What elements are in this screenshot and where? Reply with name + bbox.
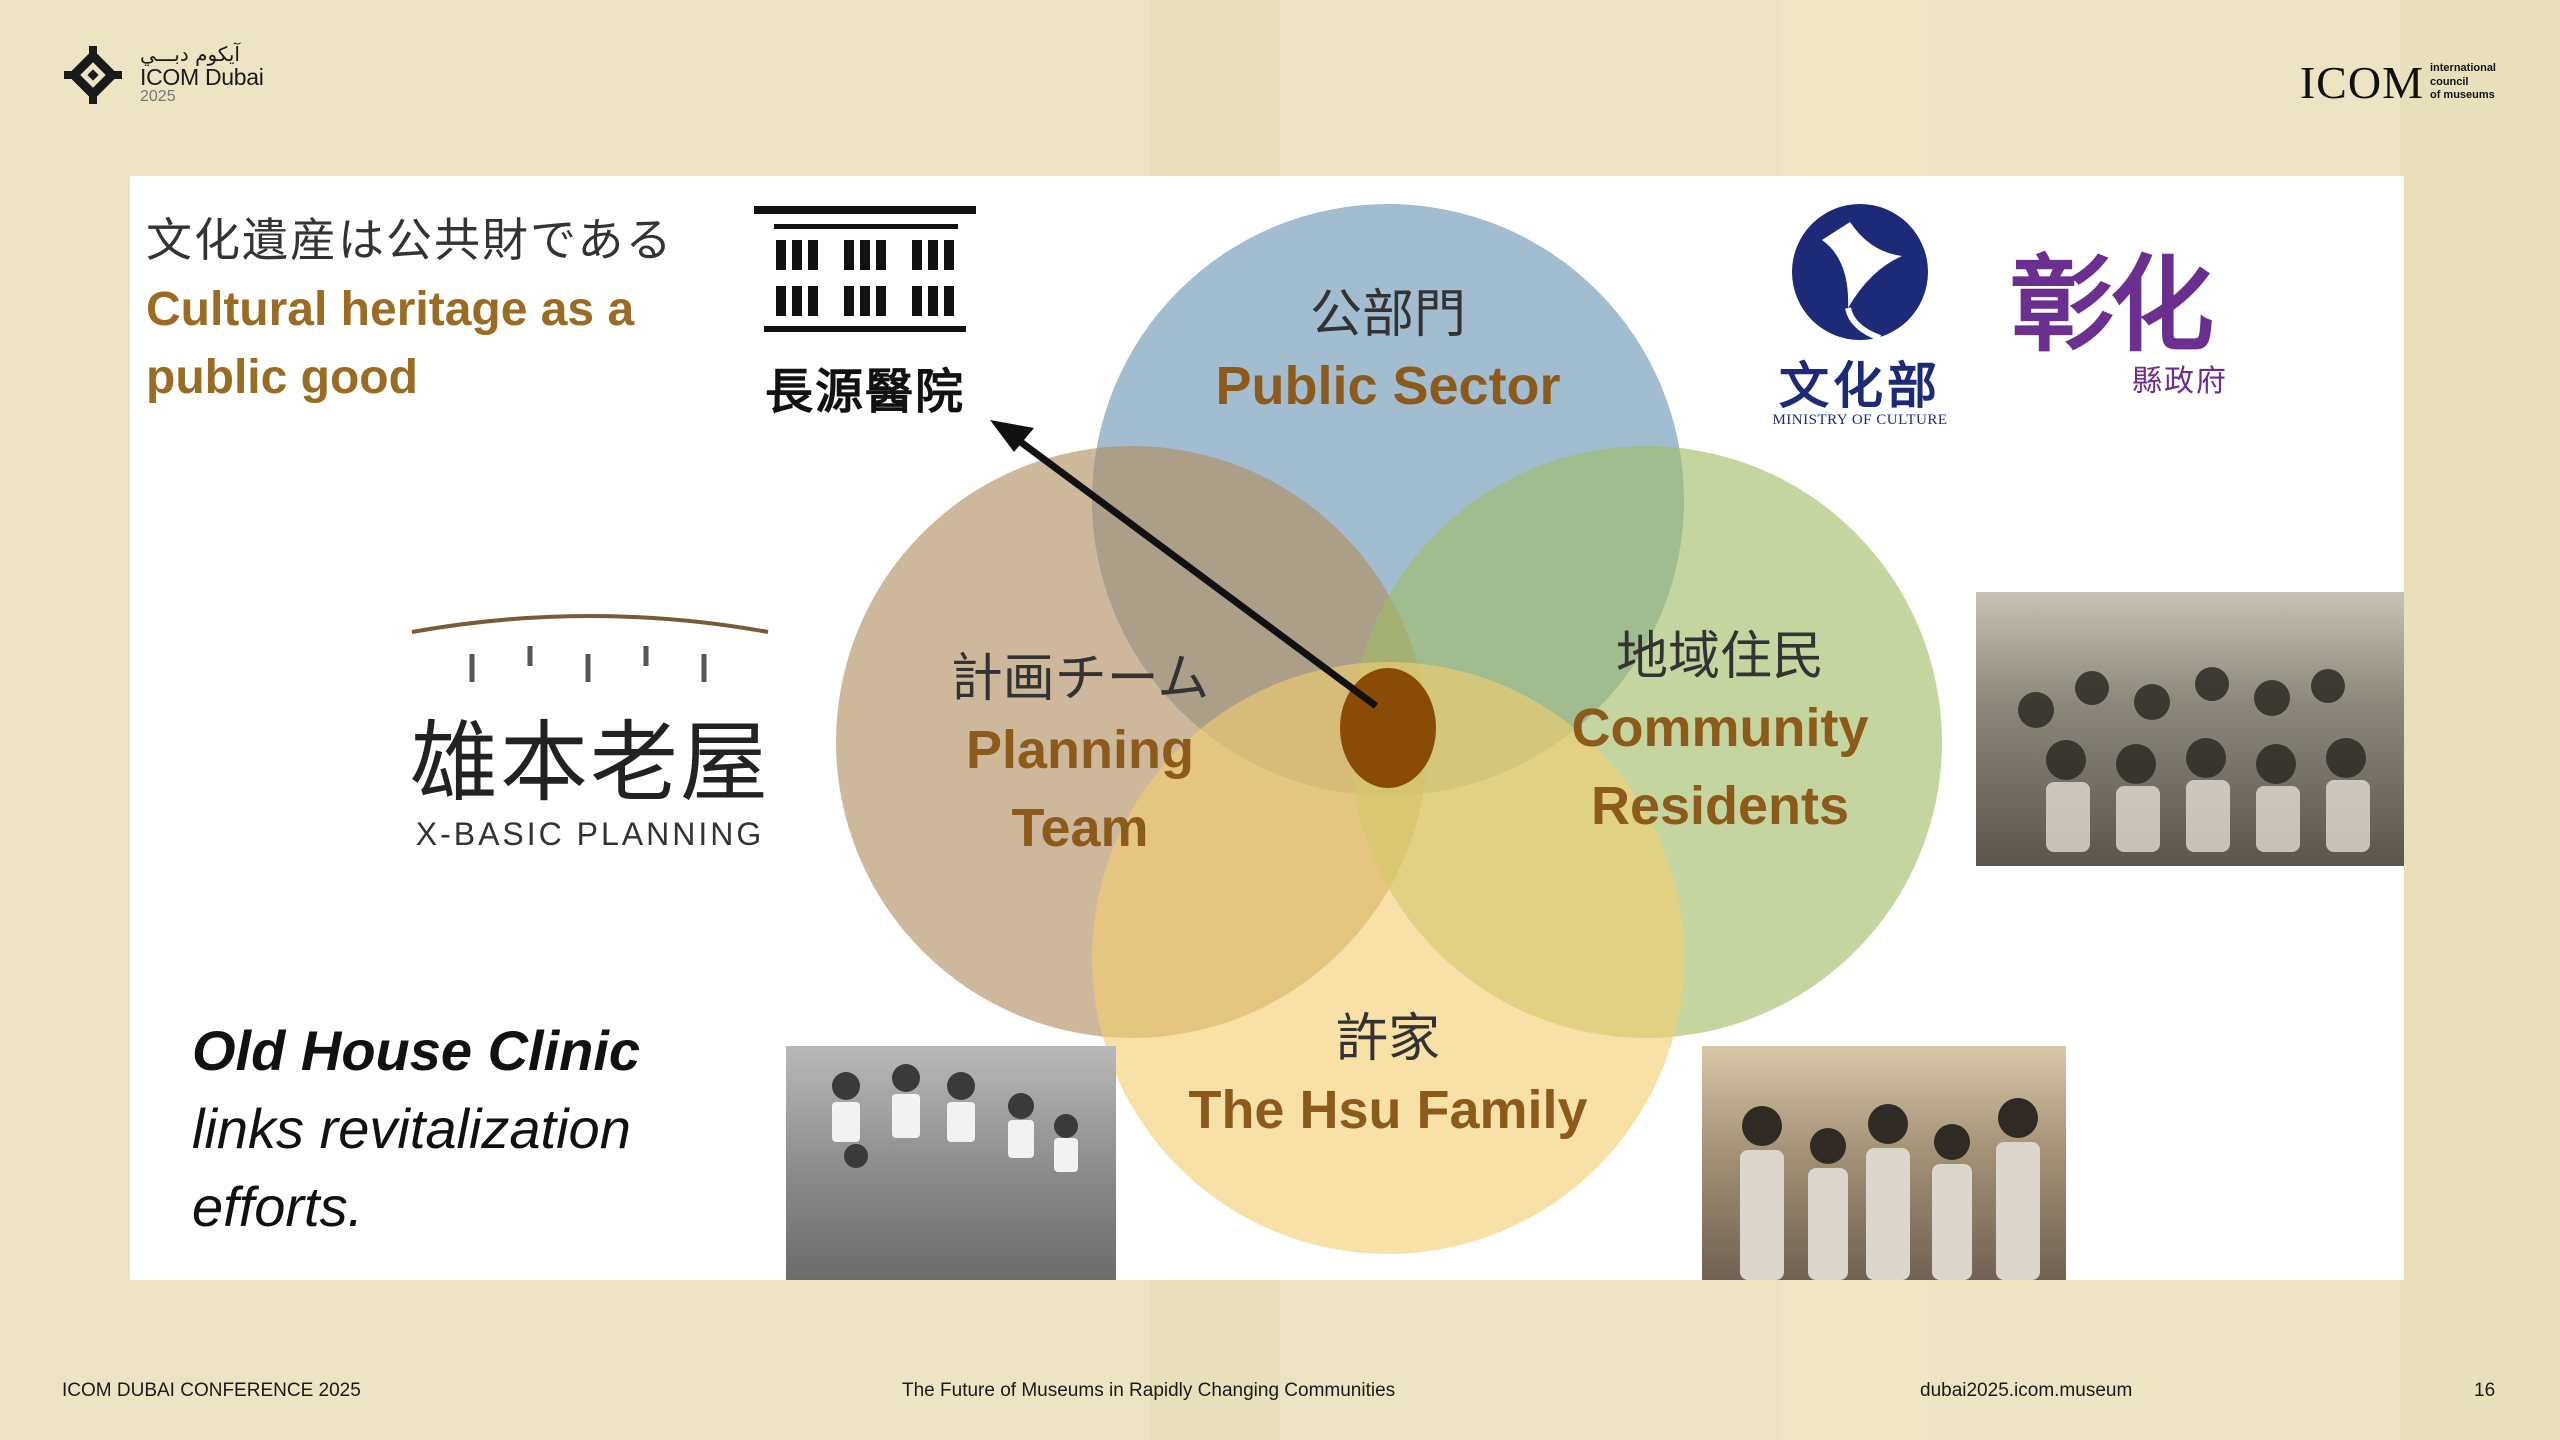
clinic-name: 長源醫院 (764, 364, 965, 420)
icom-dubai-emblem-icon (64, 45, 122, 104)
changhua-county-logo: 彰化 縣政府 (2010, 220, 2270, 410)
icom-sub-line: international (2429, 61, 2496, 74)
roof-icon (411, 614, 769, 682)
heading-japanese: 文化遺産は公共財である (146, 213, 674, 267)
clinic-building-icon (754, 206, 976, 332)
hsu-family-visit-photo (1702, 1046, 2066, 1280)
slide-panel: 文化遺産は公共財である Cultural heritage as a publi… (130, 176, 2404, 1280)
planning-team-jp: 計画チーム (950, 649, 1210, 709)
logo-name: ICOM Dubai (140, 64, 264, 90)
footer-conference: ICOM DUBAI CONFERENCE 2025 (62, 1380, 361, 1401)
arrow-head-icon (990, 420, 1034, 452)
icom-sub-line: of museums (2429, 89, 2495, 102)
icom-wordmark: ICOM (2299, 57, 2424, 108)
hsu-family-en: The Hsu Family (1188, 1080, 1588, 1140)
ministry-chinese-name: 文化部 (1779, 356, 1941, 415)
icom-sub-line: council (2429, 75, 2469, 88)
public-sector-jp: 公部門 (1309, 285, 1466, 345)
community-en-line2: Residents (1590, 776, 1850, 836)
page-number: 16 (2474, 1380, 2496, 1401)
county-government-text: 縣政府 (2132, 364, 2228, 399)
logo-arabic-text: آيكوم دبـــي (140, 42, 240, 66)
group-people-image (2018, 667, 2370, 852)
footer-theme: The Future of Museums in Rapidly Changin… (902, 1380, 1396, 1401)
label-hsu-family: 許家 The Hsu Family (1148, 996, 1628, 1149)
heading-english: Cultural heritage as a public good (146, 283, 635, 404)
venn-diagram (836, 204, 1942, 1254)
ministry-of-culture-logo: 文化部 MINISTRY OF CULTURE (1730, 200, 1990, 430)
logo-year: 2025 (140, 88, 176, 106)
historic-children-photo (786, 1046, 1116, 1280)
icom-dubai-logo: آيكوم دبـــي ICOM Dubai 2025 (64, 44, 264, 106)
morning-glory-icon (1792, 204, 1928, 341)
x-basic-english-name: X-BASIC PLANNING (415, 816, 765, 852)
visitors-image (1740, 1098, 2040, 1280)
label-planning-team: 計画チーム Planning Team (900, 636, 1260, 867)
public-sector-en: Public Sector (1215, 356, 1561, 416)
footer-website[interactable]: dubai2025.icom.museum (1920, 1380, 2133, 1401)
planning-team-en-line1: Planning (966, 720, 1194, 780)
x-basic-chinese-name: 雄本老屋 (410, 711, 771, 814)
caption-title: Old House Clinic (192, 1019, 641, 1082)
icom-logo: ICOM international council of museums (2300, 56, 2496, 109)
caption-body: links revitalization efforts. (192, 1097, 631, 1238)
children-image (832, 1064, 1078, 1172)
planning-team-en-line2: Team (1011, 798, 1149, 858)
community-en-line1: Community (1571, 698, 1869, 758)
hsu-family-jp: 許家 (1335, 1009, 1440, 1069)
arrow-line (1007, 431, 1379, 709)
community-jp: 地域住民 (1615, 627, 1824, 687)
slide-caption: Old House Clinic links revitalization ef… (192, 1012, 752, 1246)
background-stripe (2400, 0, 2560, 1440)
venn-circle-hsu-family (1092, 662, 1684, 1254)
ministry-english-name: MINISTRY OF CULTURE (1772, 412, 1948, 428)
group-photo (1976, 592, 2404, 866)
x-basic-planning-logo: 雄本老屋 X-BASIC PLANNING (410, 606, 770, 856)
label-public-sector: 公部門 Public Sector (1188, 272, 1588, 425)
choyuan-clinic-logo: 長源醫院 (750, 202, 980, 422)
label-community-residents: 地域住民 Community Residents (1520, 614, 1920, 845)
changhua-characters: 彰化 (2010, 243, 2214, 366)
